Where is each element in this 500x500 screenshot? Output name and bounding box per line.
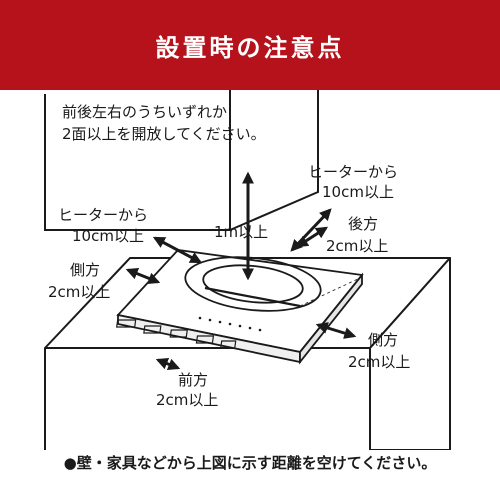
arrow-side-right xyxy=(315,322,357,339)
heater-left-line1: ヒーターから xyxy=(58,206,149,224)
heater-left-line2: 10cm以上 xyxy=(72,227,144,245)
side-left-line2: 2cm以上 xyxy=(48,283,111,301)
page-title: 設置時の注意点 xyxy=(155,33,345,62)
side-right-line1: 側方 xyxy=(368,331,399,349)
front-line1: 前方 xyxy=(178,371,209,389)
heater-right-line2: 10cm以上 xyxy=(322,183,394,201)
side-left-line1: 側方 xyxy=(70,261,101,279)
wall-note-line1: 前後左右のうちいずれか xyxy=(62,103,228,121)
side-right-line2: 2cm以上 xyxy=(348,353,411,371)
clearance-arrows xyxy=(125,171,357,371)
wall-outline xyxy=(44,90,319,231)
front-line2: 2cm以上 xyxy=(156,391,219,409)
header-banner: 設置時の注意点 xyxy=(0,0,500,90)
arrow-front xyxy=(155,357,181,371)
top-clearance-label: 1m以上 xyxy=(214,223,269,241)
wall-note-line2: 2面以上を開放してください。 xyxy=(62,125,266,143)
footer-note: ●壁・家具などから上図に示す距離を空けてください。 xyxy=(63,454,437,472)
rear-line2: 2cm以上 xyxy=(326,237,389,255)
rear-line1: 後方 xyxy=(348,215,379,233)
arrow-rear xyxy=(295,226,329,248)
installation-diagram xyxy=(44,90,451,450)
arrow-heater-left xyxy=(152,236,203,264)
arrow-side-left xyxy=(125,267,161,285)
heater-right-line1: ヒーターから xyxy=(308,163,399,181)
